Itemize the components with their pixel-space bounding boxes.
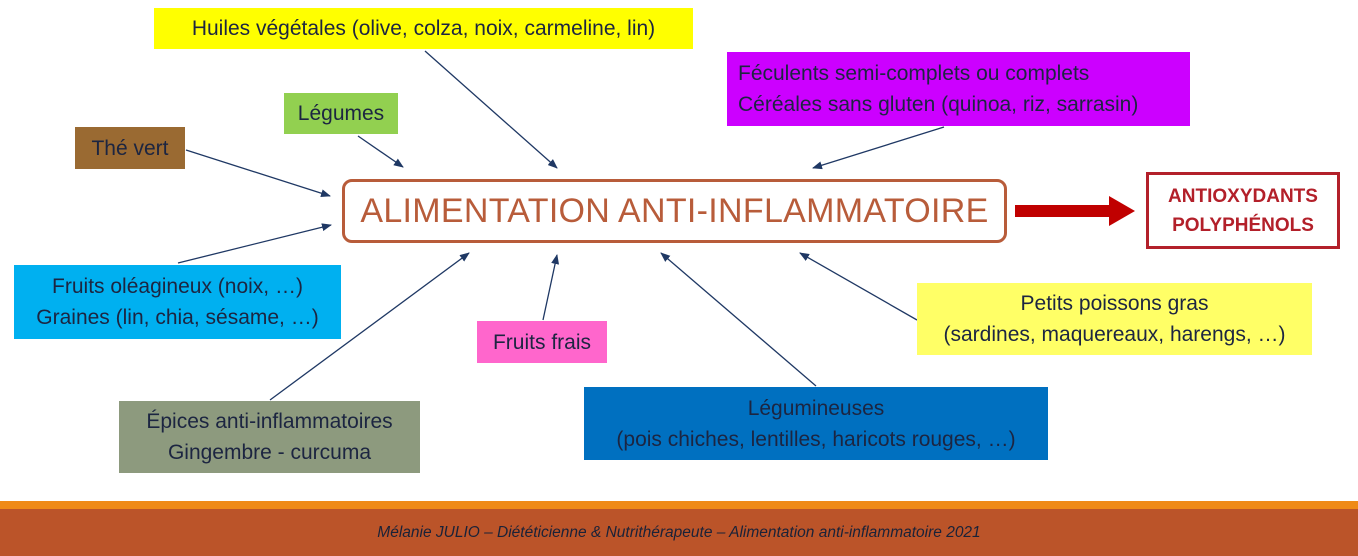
- result-arrow-head: [1109, 196, 1135, 226]
- central-node: ALIMENTATION ANTI-INFLAMMATOIRE: [342, 179, 1007, 243]
- arrow-huiles: [424, 50, 558, 169]
- node-text: Céréales sans gluten (quinoa, riz, sarra…: [738, 93, 1139, 116]
- arrow-poissons: [799, 252, 918, 321]
- node-text: Légumes: [297, 102, 385, 125]
- node-text: Thé vert: [91, 136, 169, 160]
- node-text: Gingembre - curcuma: [167, 441, 372, 464]
- node-fruits-oleagineux: Fruits oléagineux (noix, …) Graines (lin…: [14, 265, 341, 339]
- node-text: Légumineuses: [747, 396, 885, 420]
- arrow-legumineuses: [660, 252, 817, 387]
- node-text: Fruits frais: [492, 330, 591, 354]
- arrow-legumes: [357, 135, 404, 168]
- node-legumes: Légumes: [284, 93, 398, 134]
- result-line: ANTIOXYDANTS: [1168, 185, 1318, 207]
- node-text: Graines (lin, chia, sésame, …): [36, 306, 319, 329]
- footer-stripe: [0, 501, 1358, 509]
- arrow-the-vert: [185, 149, 331, 198]
- result-arrow: [1015, 196, 1135, 226]
- node-petits-poissons: Petits poissons gras (sardines, maquerea…: [917, 283, 1312, 355]
- footer-text: Mélanie JULIO – Diététicienne & Nutrithé…: [377, 523, 981, 541]
- arrow-epices: [269, 252, 470, 401]
- result-line: POLYPHÉNOLS: [1172, 214, 1314, 236]
- arrow-fruits-oleagineux: [177, 223, 332, 264]
- node-fruits-frais: Fruits frais: [477, 321, 607, 363]
- footer-bar: Mélanie JULIO – Diététicienne & Nutrithé…: [0, 509, 1358, 556]
- node-epices: Épices anti-inflammatoires Gingembre - c…: [119, 401, 420, 473]
- result-arrow-shaft: [1015, 205, 1109, 217]
- node-text: Huiles végétales (olive, colza, noix, ca…: [191, 17, 656, 40]
- node-legumineuses: Légumineuses (pois chiches, lentilles, h…: [584, 387, 1048, 460]
- node-text: (sardines, maquereaux, harengs, …): [943, 323, 1286, 346]
- node-text: (pois chiches, lentilles, haricots rouge…: [616, 427, 1016, 451]
- node-feculents: Féculents semi-complets ou complets Céré…: [727, 52, 1190, 126]
- central-node-label: ALIMENTATION ANTI-INFLAMMATOIRE: [360, 191, 989, 230]
- arrow-feculents: [812, 126, 945, 170]
- node-text: Fruits oléagineux (noix, …): [52, 275, 303, 298]
- arrow-fruits-frais: [542, 254, 560, 321]
- node-text: Féculents semi-complets ou complets: [738, 62, 1090, 85]
- node-huiles-vegetales: Huiles végétales (olive, colza, noix, ca…: [154, 8, 693, 49]
- node-text: Épices anti-inflammatoires: [146, 410, 393, 433]
- result-node: ANTIOXYDANTS POLYPHÉNOLS: [1146, 172, 1340, 249]
- node-text: Petits poissons gras: [1020, 292, 1209, 315]
- node-the-vert: Thé vert: [75, 127, 185, 169]
